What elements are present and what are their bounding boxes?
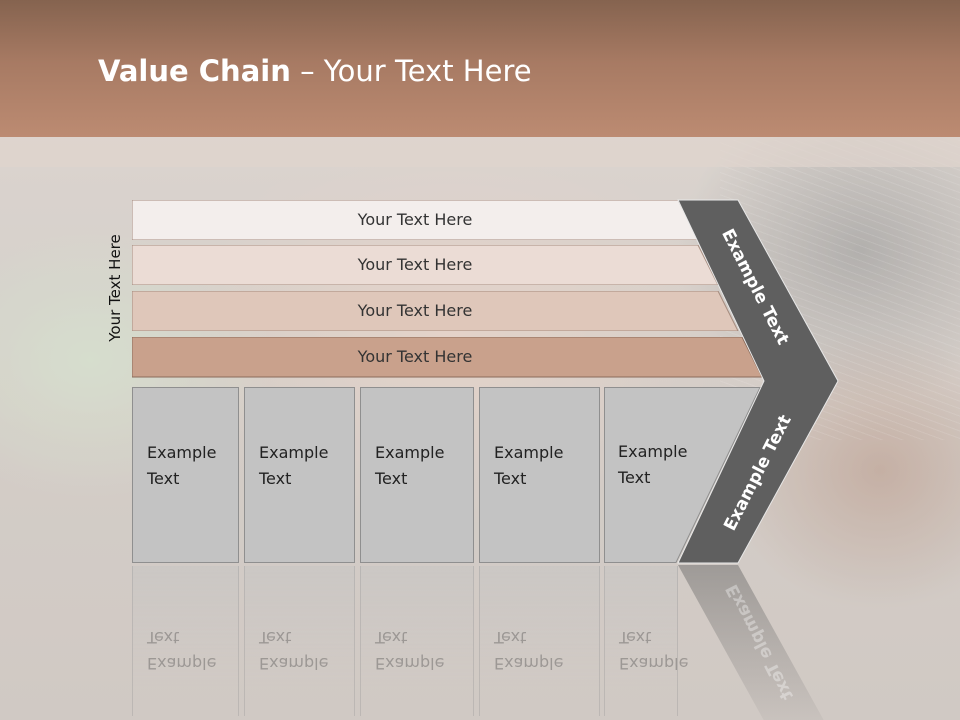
row-label: Your Text Here [357,347,473,366]
side-label[interactable]: Your Text Here [106,234,124,342]
header-bar [0,0,960,137]
header-band [0,137,960,167]
slide-title[interactable]: Value Chain – Your Text Here [98,54,532,88]
row-label: Your Text Here [357,301,473,320]
row-label: Your Text Here [357,255,473,274]
row-label: Your Text Here [357,210,473,229]
title-bold: Value Chain [98,54,291,88]
title-rest: – Your Text Here [290,54,532,88]
